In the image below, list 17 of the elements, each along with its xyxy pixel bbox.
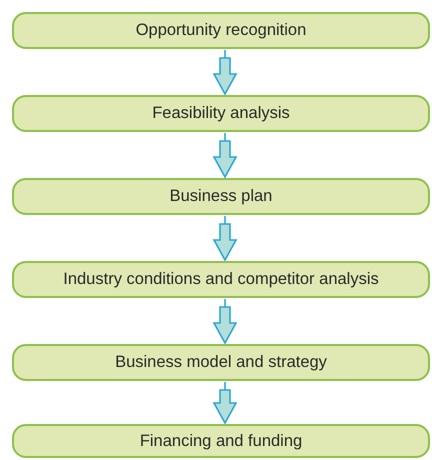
step-label: Feasibility analysis [152, 104, 290, 123]
process-box [12, 424, 430, 458]
step-label: Financing and funding [140, 432, 302, 450]
block-arrow [212, 298, 238, 345]
step-label: Industry conditions and competitor analysis [63, 270, 379, 289]
process-box [12, 178, 430, 215]
block-arrow [212, 49, 238, 96]
block-arrow [212, 381, 238, 425]
step-label: Business model and strategy [115, 353, 327, 372]
step-label: Opportunity recognition [136, 21, 306, 40]
block-arrow [212, 215, 238, 262]
process-box [12, 12, 430, 49]
block-arrow [212, 132, 238, 179]
process-box [12, 261, 430, 298]
process-box [12, 95, 430, 132]
step-label: Business plan [170, 187, 272, 206]
process-box [12, 344, 430, 381]
